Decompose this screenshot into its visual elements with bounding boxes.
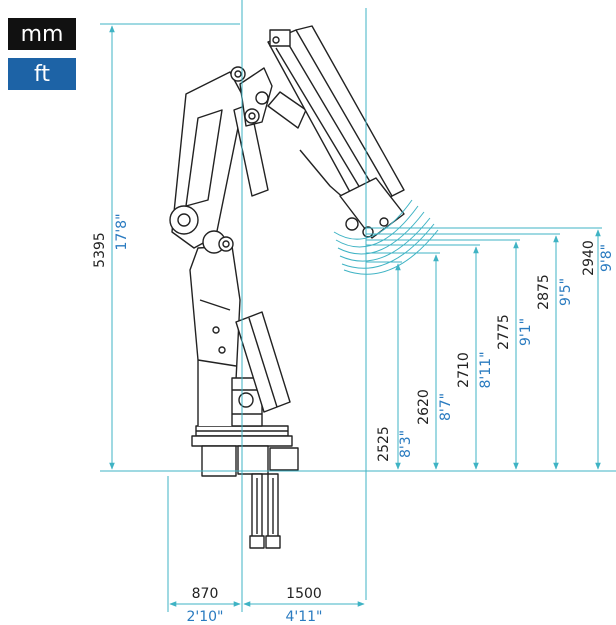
- height-5-mm: 2875: [536, 274, 552, 310]
- height-4-mm: 2775: [496, 314, 512, 350]
- height-1-ft: 8'3": [398, 430, 414, 458]
- unit-ft-button[interactable]: ft: [8, 58, 76, 90]
- height-3-ft: 8'11": [478, 351, 494, 388]
- width-left-ft: 2'10": [186, 609, 223, 625]
- width-left-mm: 870: [192, 586, 219, 602]
- total-height-mm: 5395: [92, 232, 108, 268]
- height-6-mm: 2940: [581, 240, 597, 276]
- height-4-ft: 9'1": [518, 318, 534, 346]
- height-1-mm: 2525: [376, 426, 392, 462]
- total-height-ft: 17'8": [114, 213, 130, 250]
- height-3-mm: 2710: [456, 352, 472, 388]
- unit-mm-button[interactable]: mm: [8, 18, 76, 50]
- width-right-ft: 4'11": [285, 609, 322, 625]
- dimension-labels: 5395 17'8" 2525 8'3" 2620 8'7" 2710 8'11…: [92, 213, 615, 625]
- width-right-mm: 1500: [286, 586, 322, 602]
- hook-clearance-arcs: [333, 199, 439, 275]
- height-2-mm: 2620: [416, 389, 432, 425]
- crane-drawing: [169, 25, 405, 549]
- height-2-ft: 8'7": [438, 393, 454, 421]
- height-5-ft: 9'5": [558, 278, 574, 306]
- height-6-ft: 9'8": [599, 244, 615, 272]
- dimension-lines: [100, 0, 616, 612]
